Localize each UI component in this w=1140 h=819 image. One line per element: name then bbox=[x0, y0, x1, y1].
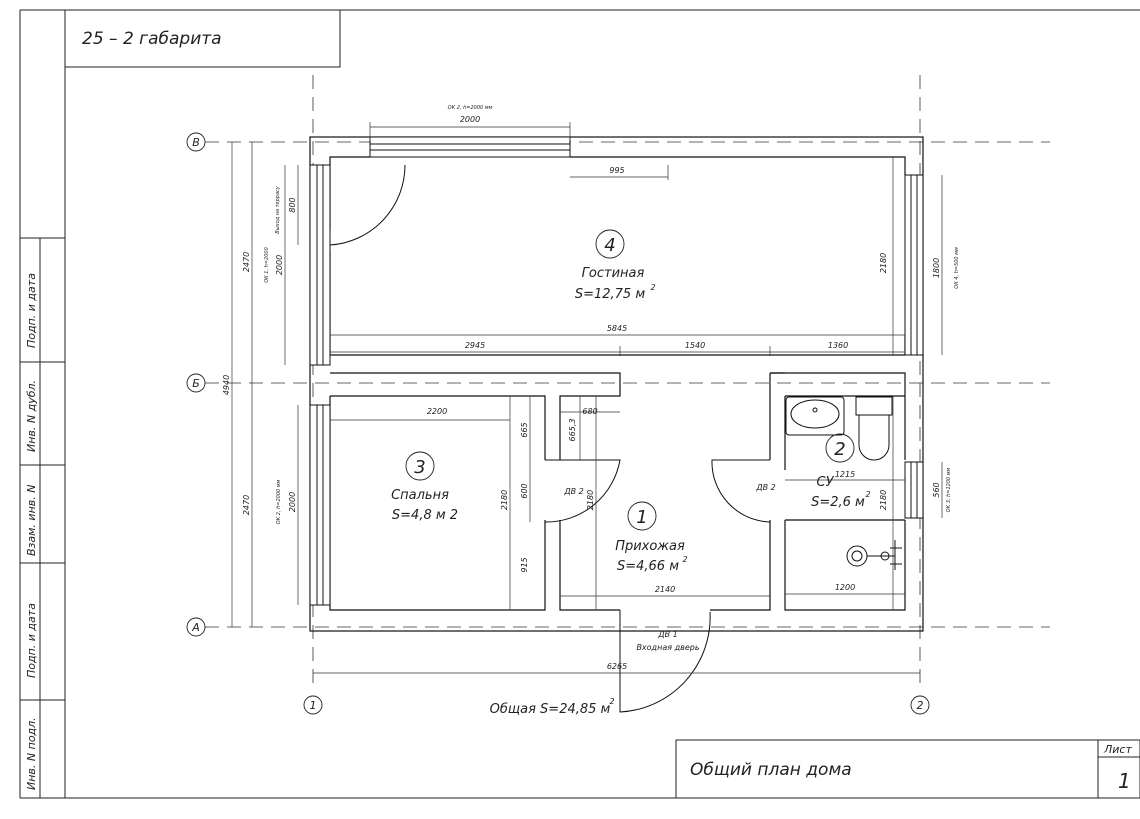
door-label-dv1: ДВ 1 bbox=[657, 630, 677, 639]
dim-2000-top: 2000 bbox=[460, 115, 480, 124]
side-label-vzam-inv: Взам. инв. N bbox=[25, 485, 38, 556]
sink-fixture bbox=[785, 396, 845, 436]
axis-label-a: А bbox=[191, 621, 200, 634]
window-right-living bbox=[904, 174, 924, 356]
total-area: Общая S=24,85 м bbox=[490, 702, 611, 717]
axis-marker-a bbox=[186, 617, 206, 637]
dim-window-top-note: ОК 2, h=2000 мм bbox=[448, 105, 493, 111]
dim-2470-bottom: 2470 bbox=[242, 495, 251, 515]
door-terrace-swing bbox=[329, 164, 406, 246]
dim-2945: 2945 bbox=[465, 341, 485, 350]
dimension-lines bbox=[231, 122, 943, 674]
dim-2200: 2200 bbox=[427, 407, 447, 416]
windows bbox=[309, 136, 924, 606]
room-bathroom-number: 2 bbox=[834, 439, 845, 460]
room-living-name: Гостиная bbox=[582, 266, 645, 281]
dimension-texts: ОК 2, h=2000 мм 2000 995 2470 2000 ОК 1,… bbox=[222, 105, 960, 671]
axis-label-v: В bbox=[192, 136, 200, 149]
room-hallway-area: S=4,66 м bbox=[617, 559, 679, 574]
dim-4940: 4940 bbox=[222, 375, 231, 395]
room-bedroom-name: Спальня bbox=[391, 488, 449, 503]
dim-600: 600 bbox=[520, 483, 529, 498]
dim-ok3-note: ОК 3, h=1200 мм bbox=[946, 467, 952, 512]
room-living-area: S=12,75 м bbox=[575, 287, 645, 302]
window-bathroom bbox=[904, 461, 924, 519]
dim-800: 800 bbox=[288, 197, 297, 212]
dim-2180-bed: 2180 bbox=[500, 490, 509, 510]
door-label-dv2-left: ДВ 2 bbox=[563, 487, 583, 496]
dim-995: 995 bbox=[609, 166, 624, 175]
axis-label-1: 1 bbox=[310, 699, 317, 712]
room-bathroom-name: СУ bbox=[817, 475, 835, 490]
axis-label-2: 2 bbox=[917, 699, 924, 712]
door-bathroom-swing bbox=[711, 459, 771, 523]
window-left-living bbox=[309, 164, 331, 366]
shower-fixture bbox=[846, 540, 902, 570]
dim-665: 665 bbox=[520, 422, 529, 437]
room-living-number: 4 bbox=[604, 235, 615, 256]
page-title: 25 – 2 габарита bbox=[82, 29, 222, 49]
side-stamp-labels: Подп. и дата Инв. N дубл. Взам. инв. N П… bbox=[25, 273, 38, 790]
dim-915: 915 bbox=[520, 557, 529, 572]
side-label-sign-date-1: Подп. и дата bbox=[25, 273, 38, 348]
room-bathroom-area: S=2,6 м bbox=[811, 495, 865, 510]
axis-marker-1 bbox=[303, 695, 323, 715]
side-label-sign-date-2: Подп. и дата bbox=[25, 603, 38, 678]
dim-ok4-note: ОК 4, h=500 мм bbox=[954, 247, 960, 289]
room-bedroom-number: 3 bbox=[414, 457, 425, 478]
dim-ok1-note: ОК 1, h=2000 bbox=[264, 247, 270, 283]
side-label-inv-podl: Инв. N подл. bbox=[25, 717, 38, 790]
sheet-title: Общий план дома bbox=[690, 760, 852, 780]
dim-2000-left: 2000 bbox=[275, 255, 284, 275]
window-top bbox=[369, 136, 571, 158]
door-entrance-swing bbox=[619, 610, 711, 713]
dim-6265: 6265 bbox=[607, 662, 627, 671]
dim-2140: 2140 bbox=[655, 585, 675, 594]
dim-2180-living: 2180 bbox=[879, 253, 888, 273]
room-bathroom-sup: 2 bbox=[865, 490, 870, 499]
door-label-dv2-right: ДВ 2 bbox=[755, 483, 775, 492]
axis-marker-b bbox=[186, 373, 206, 393]
dim-exit-terrace: Выход на террасу bbox=[275, 185, 281, 234]
dim-1540: 1540 bbox=[685, 341, 705, 350]
dim-2470-top: 2470 bbox=[242, 252, 251, 272]
dim-2000-bed: 2000 bbox=[288, 492, 297, 512]
dim-2180-bath: 2180 bbox=[879, 490, 888, 510]
doors bbox=[329, 164, 771, 713]
door-label-entrance: Входная дверь bbox=[636, 643, 699, 652]
dim-560: 560 bbox=[932, 482, 941, 497]
dim-5845: 5845 bbox=[607, 324, 627, 333]
window-left-bedroom bbox=[309, 404, 331, 606]
side-label-inv-dubl: Инв. N дубл. bbox=[25, 380, 38, 452]
room-hallway-sup: 2 bbox=[682, 555, 687, 564]
walls bbox=[309, 136, 924, 632]
dim-680: 680 bbox=[582, 407, 597, 416]
axis-label-b: Б bbox=[192, 377, 200, 390]
sheet-label: Лист bbox=[1103, 743, 1132, 756]
dim-665-3: 665,3 bbox=[568, 419, 577, 442]
dim-1800: 1800 bbox=[932, 258, 941, 278]
dim-2180-hall: 2180 bbox=[586, 490, 595, 510]
dim-1360: 1360 bbox=[828, 341, 848, 350]
drawing-frame bbox=[19, 9, 1140, 799]
dim-1215: 1215 bbox=[835, 470, 855, 479]
room-hallway-number: 1 bbox=[636, 507, 647, 528]
room-hallway-name: Прихожая bbox=[615, 539, 685, 554]
dim-ok2-note: ОК 2, h=2000 мм bbox=[276, 479, 282, 524]
total-area-sup: 2 bbox=[609, 697, 614, 706]
sheet-number: 1 bbox=[1118, 769, 1131, 793]
room-living-sup: 2 bbox=[650, 283, 655, 292]
axis-markers bbox=[186, 132, 930, 715]
axis-marker-v bbox=[186, 132, 206, 152]
dim-1200: 1200 bbox=[835, 583, 855, 592]
axis-marker-2 bbox=[910, 695, 930, 715]
room-bedroom-area: S=4,8 м 2 bbox=[392, 508, 458, 523]
room-number-circles bbox=[405, 229, 855, 531]
door-bedroom-swing bbox=[544, 459, 621, 523]
toilet-fixture bbox=[855, 396, 893, 461]
